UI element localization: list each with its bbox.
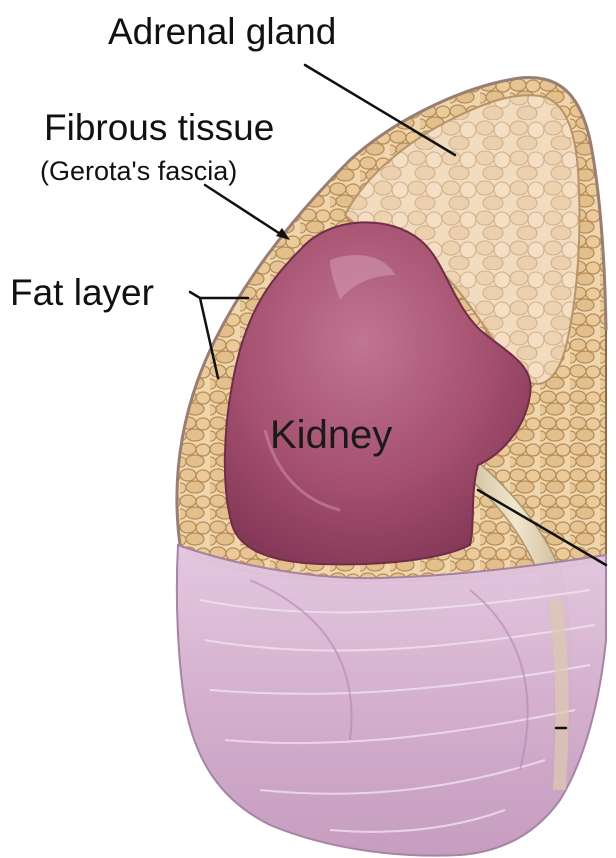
label-gerotas-fascia: (Gerota's fascia) (40, 156, 237, 186)
gerotas-fascia-drape (177, 545, 606, 856)
fibrous-tissue-leader (205, 185, 285, 237)
label-kidney: Kidney (270, 413, 392, 457)
label-adrenal-gland: Adrenal gland (108, 11, 336, 52)
label-fat-layer: Fat layer (10, 272, 154, 313)
label-fibrous-tissue: Fibrous tissue (44, 107, 274, 148)
